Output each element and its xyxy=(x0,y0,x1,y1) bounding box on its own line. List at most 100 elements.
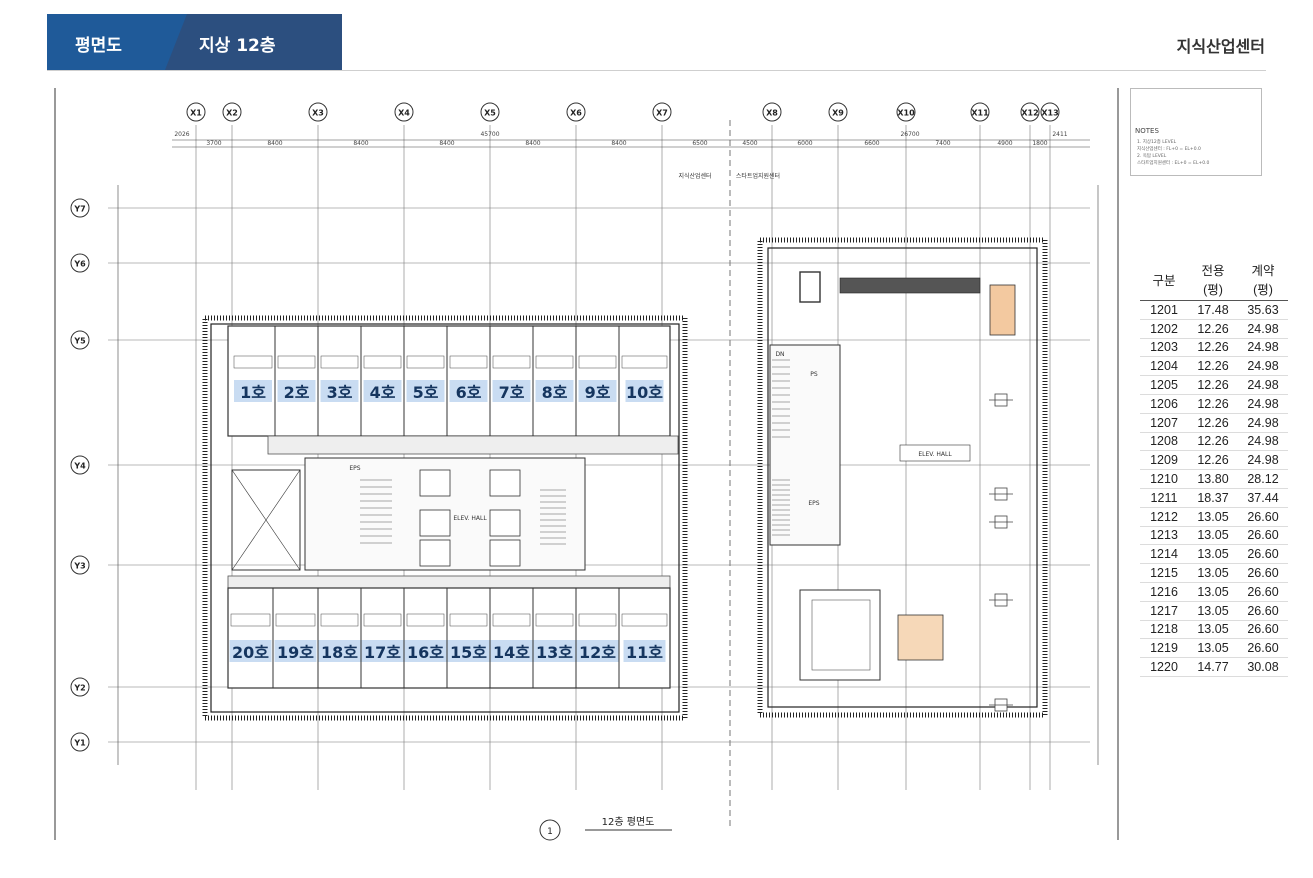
grid-bubble xyxy=(762,102,782,122)
room-tag xyxy=(320,355,359,369)
dimension-label: 6500 xyxy=(692,140,707,147)
exclusive-area-cell: 13.05 xyxy=(1188,582,1238,602)
grid-bubble-label: X4 xyxy=(398,109,410,118)
dimension-total: 26700 xyxy=(900,131,919,138)
room-tag xyxy=(449,355,488,369)
grid-bubble-label: X3 xyxy=(312,109,324,118)
tab-floor-plan[interactable]: 평면도 xyxy=(75,36,122,56)
dimension-label: 6600 xyxy=(864,140,879,147)
grid-bubble-label: X8 xyxy=(766,109,778,118)
grid-bubble xyxy=(222,102,242,122)
unit-number-cell: 1217 xyxy=(1140,601,1188,621)
grid-bubble-label: Y3 xyxy=(73,562,85,571)
room-tag xyxy=(406,355,445,369)
unit-label-bg xyxy=(277,380,316,402)
contract-area-cell: 26.60 xyxy=(1238,582,1288,602)
dimension-label: 7400 xyxy=(935,140,950,147)
tab-floor-level[interactable]: 지상 12층 xyxy=(199,36,276,56)
exclusive-area-cell: 14.77 xyxy=(1188,657,1238,677)
unit-label-upper: 6호 xyxy=(456,383,482,402)
contract-area-cell: 35.63 xyxy=(1238,300,1288,320)
unit-label-lower: 20호 xyxy=(232,643,269,662)
unit-label-bg xyxy=(576,640,619,662)
exclusive-area-cell: 13.05 xyxy=(1188,563,1238,583)
grid-bubble xyxy=(70,330,90,350)
unit-label-lower: 14호 xyxy=(493,643,530,662)
grid-bubble xyxy=(394,102,414,122)
right-building-outer-wall xyxy=(757,237,1048,718)
unit-label-upper: 4호 xyxy=(370,383,396,402)
grid-bubble-label: X7 xyxy=(656,109,668,118)
unit-label-bg xyxy=(533,640,576,662)
exclusive-area-cell: 12.26 xyxy=(1188,432,1238,452)
unit-number-cell: 1214 xyxy=(1140,544,1188,565)
contract-area-cell: 24.98 xyxy=(1238,319,1288,339)
corridor xyxy=(227,575,671,589)
contract-area-cell: 24.98 xyxy=(1238,413,1288,433)
room-tag xyxy=(535,613,574,627)
grid-bubble xyxy=(186,102,206,122)
unit-label-upper: 10호 xyxy=(626,383,663,402)
contract-area-cell: 26.60 xyxy=(1238,620,1288,640)
unit-number-cell: 1216 xyxy=(1140,582,1188,602)
grid-bubble-label: X13 xyxy=(1041,109,1058,118)
room-tag xyxy=(492,355,531,369)
dimension-label: 8400 xyxy=(439,140,454,147)
contract-area-cell: 26.60 xyxy=(1238,507,1288,527)
elevator-car xyxy=(489,469,521,497)
eps-label: EPS xyxy=(808,500,819,507)
dimension-label: 3700 xyxy=(206,140,221,147)
unit-label-bg xyxy=(449,380,488,402)
exclusive-area-cell: 12.26 xyxy=(1188,356,1238,377)
elevator-car xyxy=(419,469,451,497)
grid-bubble xyxy=(970,102,990,122)
unit-label-lower: 11호 xyxy=(626,643,663,662)
unit-label-bg xyxy=(361,640,404,662)
unit-label-lower: 13호 xyxy=(536,643,573,662)
exclusive-area-cell: 13.05 xyxy=(1188,507,1238,527)
grid-bubble xyxy=(1020,102,1040,122)
unit-label-lower: 12호 xyxy=(579,643,616,662)
dimension-label: 1800 xyxy=(1032,140,1047,147)
unit-label-lower: 16호 xyxy=(407,643,444,662)
unit-number-cell: 1211 xyxy=(1140,488,1188,508)
equipment-rack xyxy=(839,277,981,294)
area-table-header-row: 구분 전용(평) 계약(평) xyxy=(1140,258,1288,301)
unit-number-cell: 1210 xyxy=(1140,469,1188,489)
exclusive-area-cell: 12.26 xyxy=(1188,319,1238,339)
stair-shaft-cross xyxy=(231,469,301,571)
contract-area-cell: 24.98 xyxy=(1238,375,1288,395)
grid-bubble-label: X5 xyxy=(484,109,496,118)
unit-label-bg xyxy=(535,380,574,402)
contract-area-cell: 28.12 xyxy=(1238,469,1288,489)
site-title: 지식산업센터 xyxy=(1176,37,1265,56)
room-tag xyxy=(578,355,617,369)
unit-label-bg xyxy=(320,380,359,402)
unit-number-cell: 1220 xyxy=(1140,657,1188,677)
room-tag xyxy=(621,355,668,369)
room-tag xyxy=(578,613,617,627)
exclusive-area-cell: 13.80 xyxy=(1188,469,1238,489)
mechanical-unit xyxy=(799,271,821,303)
stair-shaft xyxy=(231,469,301,571)
elev-hall-label: ELEV. HALL xyxy=(918,451,952,458)
unit-label-lower: 15호 xyxy=(450,643,487,662)
dimension-label: 4900 xyxy=(997,140,1012,147)
dimension-label: 8400 xyxy=(611,140,626,147)
contract-area-cell: 37.44 xyxy=(1238,488,1288,508)
unit-label-bg xyxy=(318,640,361,662)
floor-tab: 평면도 지상 12층 xyxy=(47,14,342,70)
exclusive-area-cell: 13.05 xyxy=(1188,620,1238,640)
elev-hall-tag xyxy=(899,444,971,462)
unit-label-bg xyxy=(492,380,531,402)
grid-bubble-label: Y7 xyxy=(73,205,85,214)
